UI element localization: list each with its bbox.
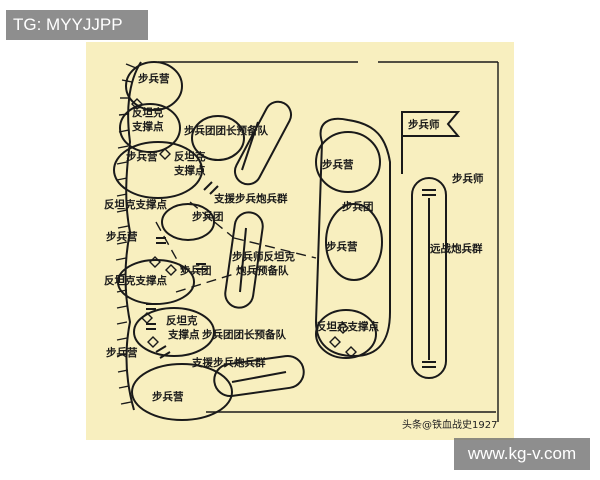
label-right-anti-tank: 反坦克支撑点 <box>316 320 379 333</box>
regiment-oval-right-1 <box>315 131 381 193</box>
battle-formation-diagram: 步兵营 反坦克 支撑点 步兵团团长预备队 步兵营 反坦克 支撑点 支援步兵炮兵群… <box>86 42 514 440</box>
label-right-battalion-2: 步兵营 <box>326 240 358 253</box>
anti-tank-markers <box>131 98 177 348</box>
label-anti-tank-1b: 支撑点 <box>131 120 164 133</box>
label-regiment-mid: 步兵团 <box>180 264 212 277</box>
label-division-reserve-a: 步兵师反坦克 <box>232 250 295 263</box>
label-anti-tank-4: 反坦克支撑点 <box>104 274 167 287</box>
label-division: 步兵师 <box>452 172 484 185</box>
label-support-artillery-top: 支援步兵炮兵群 <box>213 192 288 205</box>
label-division-reserve-b: 炮兵预备队 <box>235 264 289 277</box>
capsule-mid <box>224 211 264 309</box>
label-battalion-1: 步兵营 <box>138 72 170 85</box>
long-range-artillery-capsule <box>411 177 447 379</box>
front-line-ticks <box>115 63 137 405</box>
battalion-oval-6 <box>133 307 215 357</box>
label-battalion-2: 步兵营 <box>126 150 158 163</box>
label-regiment-reserve-bottom: 步兵团团长预备队 <box>202 328 286 341</box>
label-battalion-4: 步兵营 <box>106 346 138 359</box>
label-anti-tank-1a: 反坦克 <box>132 106 164 119</box>
regiment-oval-right-3 <box>315 309 377 359</box>
label-battalion-5: 步兵营 <box>152 390 184 403</box>
capsule-bottom <box>213 354 305 398</box>
credit-text: 头条@铁血战史1927 <box>402 418 497 431</box>
label-anti-tank-3: 反坦克支撑点 <box>104 198 167 211</box>
gun-markers <box>146 181 219 359</box>
label-flag: 步兵师 <box>408 118 440 131</box>
label-long-range-artillery: 远战炮兵群 <box>430 242 483 255</box>
capsule-bottom-axis <box>231 371 287 383</box>
battalion-oval-3 <box>113 141 203 199</box>
capsule-left-top <box>233 100 293 186</box>
long-range-bars <box>422 189 436 368</box>
front-line <box>124 61 142 411</box>
label-right-battalion-1: 步兵营 <box>322 158 354 171</box>
label-anti-tank-2a: 反坦克 <box>174 150 206 163</box>
reserve-oval-top <box>191 115 245 161</box>
watermark-top-left: TG: MYYJJPP <box>6 10 148 40</box>
label-support-artillery-bottom: 支援步兵炮兵群 <box>191 356 266 369</box>
battalion-oval-4 <box>161 203 215 241</box>
label-regiment-left: 步兵团 <box>192 210 224 223</box>
label-battalion-3: 步兵营 <box>106 230 138 243</box>
diagram-canvas: 步兵营 反坦克 支撑点 步兵团团长预备队 步兵营 反坦克 支撑点 支援步兵炮兵群… <box>104 61 499 431</box>
battalion-oval-2 <box>119 103 181 153</box>
battalion-oval-7 <box>131 363 233 421</box>
dashed-link-2 <box>233 237 317 259</box>
regiment-block-right <box>314 117 391 358</box>
label-anti-tank-5a: 反坦克 <box>166 314 198 327</box>
dashed-link-4 <box>155 221 187 277</box>
anti-tank-markers-right <box>329 322 357 358</box>
watermark-bottom-right: www.kg-v.com <box>454 438 590 470</box>
dashed-link-3 <box>175 273 235 293</box>
division-flag-icon <box>401 111 461 137</box>
battalion-oval-1 <box>125 61 183 111</box>
regiment-oval-right-2 <box>325 203 383 281</box>
label-anti-tank-2b: 支撑点 <box>173 164 206 177</box>
label-anti-tank-5b: 支撑点 <box>167 328 200 341</box>
dashed-link-1 <box>189 201 235 239</box>
label-right-regiment: 步兵团 <box>342 200 374 213</box>
label-regiment-reserve-top: 步兵团团长预备队 <box>184 124 268 137</box>
capsule-left-top-axis <box>241 121 259 171</box>
capsule-mid-axis <box>239 227 247 293</box>
